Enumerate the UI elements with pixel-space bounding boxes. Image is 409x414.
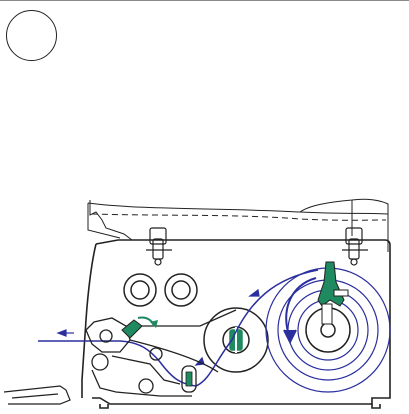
cover-hinge-right	[342, 227, 368, 266]
release-lever-icon	[121, 316, 158, 339]
printer-cover	[87, 198, 389, 252]
rotate-arrow-icon	[283, 277, 317, 345]
cover-hinge-left	[146, 227, 172, 266]
top-divider	[0, 0, 409, 1]
direction-arrow-icon	[56, 288, 260, 366]
dancer-lever-icon	[181, 365, 197, 393]
tear-plate	[3, 385, 71, 405]
takeup-spindle	[203, 307, 269, 373]
supply-guide-lever-icon	[317, 261, 349, 325]
media-path	[38, 269, 319, 387]
ribbon-spindle-left	[123, 273, 157, 307]
printhead-assembly	[85, 309, 237, 397]
ribbon-spindle-right	[164, 273, 198, 307]
step-number-badge	[6, 10, 57, 61]
printer-frame	[81, 239, 391, 409]
